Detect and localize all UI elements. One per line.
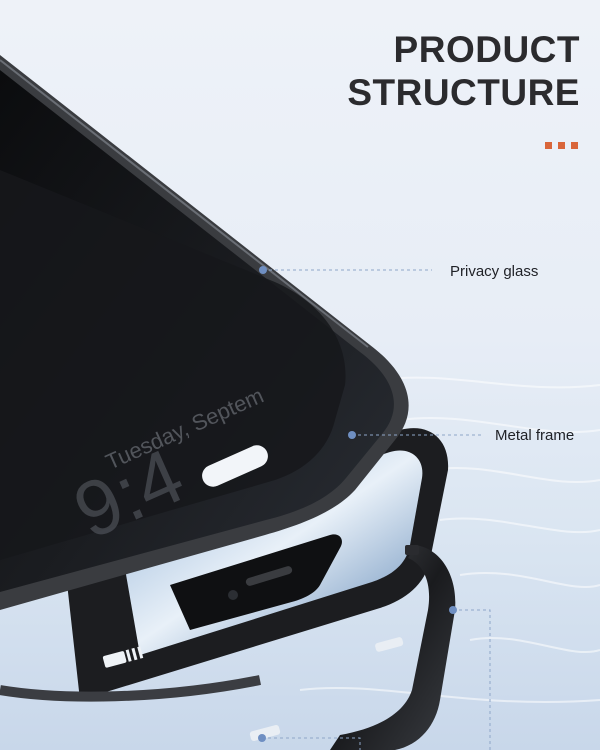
accent-dot [545, 142, 552, 149]
accent-dot [558, 142, 565, 149]
accent-dots [545, 142, 578, 149]
metal-frame-bumper [0, 545, 456, 750]
page-title: PRODUCT STRUCTURE [347, 28, 580, 114]
earpiece-speaker [245, 566, 293, 586]
front-camera [228, 590, 238, 600]
title-line-2: STRUCTURE [347, 72, 580, 113]
accent-dot [571, 142, 578, 149]
battery-icon [102, 646, 144, 668]
lower-dot [258, 734, 266, 742]
privacy-glass-dot [259, 266, 267, 274]
metal-frame-dot [348, 431, 356, 439]
bumper-dot [449, 606, 457, 614]
callout-leaders [258, 266, 491, 750]
glass-pill-cutout [202, 445, 268, 487]
title-line-1: PRODUCT [393, 29, 580, 70]
callout-privacy-glass: Privacy glass [450, 263, 539, 280]
frame-button-highlight [375, 637, 404, 652]
phone-body [60, 428, 449, 700]
privacy-glass-panel [0, 55, 409, 610]
callout-metal-frame: Metal frame [495, 427, 575, 444]
